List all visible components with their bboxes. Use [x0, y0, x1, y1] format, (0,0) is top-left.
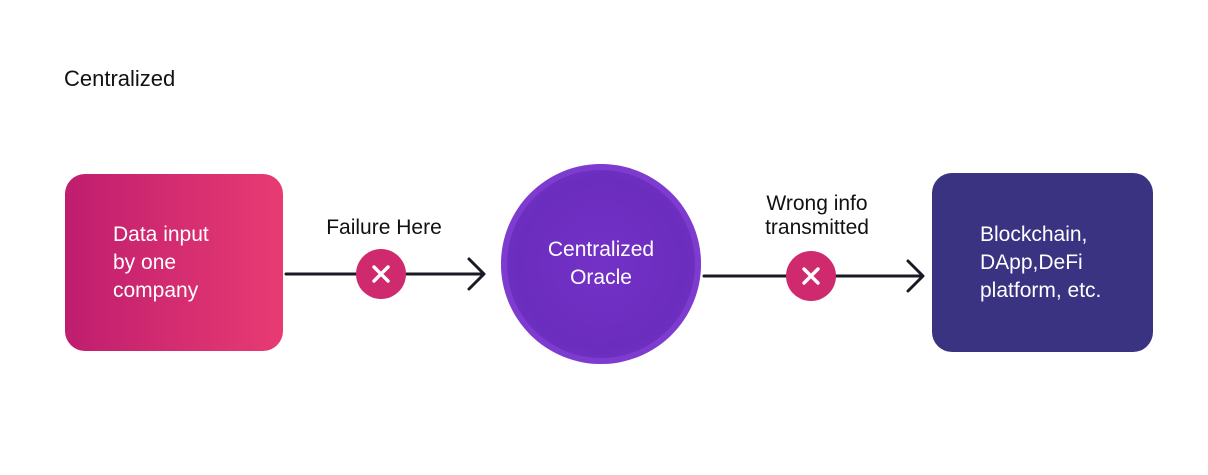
diagram-title: Centralized: [64, 66, 176, 91]
oracle-label: Centralized Oracle: [547, 238, 655, 289]
wrong-info-label: Wrong info transmitted: [765, 192, 869, 239]
close-x-icon: [356, 249, 406, 299]
data-input-node: Data input by one company: [65, 174, 283, 351]
data-input-label: Data input by one company: [113, 222, 209, 302]
failure-here-label: Failure Here: [326, 216, 442, 239]
blockchain-label: Blockchain, DApp,DeFi platform, etc.: [980, 222, 1102, 302]
blockchain-node: Blockchain, DApp,DeFi platform, etc.: [932, 173, 1153, 352]
close-x-icon: [786, 251, 836, 301]
centralized-oracle-node: Centralized Oracle: [501, 164, 701, 364]
arrowhead-to-oracle: [467, 257, 486, 291]
arrowhead-to-blockchain: [906, 259, 925, 293]
